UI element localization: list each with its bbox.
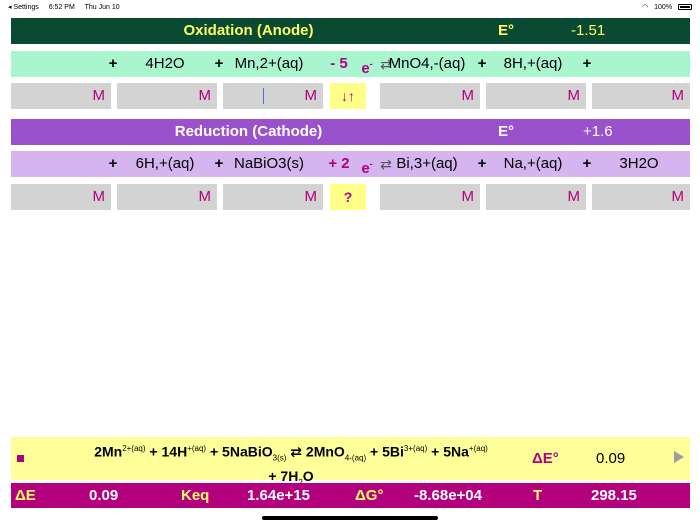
keq-label: Keq	[181, 487, 210, 504]
reduction-equation: + 6H,+(aq) + NaBiO3(s) + 2 e- ⇄ Bi,3+(aq…	[11, 151, 690, 177]
electron-symbol: e-	[361, 159, 373, 177]
thermodynamics-bar: ΔE 0.09 Keq 1.64e+15 ΔG° -8.68e+04 T 298…	[11, 483, 690, 508]
keq-value: 1.64e+15	[247, 487, 310, 504]
reduction-product-2[interactable]: Na,+(aq)	[503, 155, 563, 172]
temperature-value[interactable]: 298.15	[591, 487, 637, 504]
overall-reaction-line-2: + 7H2O	[268, 468, 314, 487]
overall-reaction-line-1: 2Mn2+(aq) + 14H+(aq) + 5NaBiO3(s) ⇄ 2MnO…	[94, 443, 488, 463]
reduction-product-3[interactable]: 3H2O	[619, 155, 659, 172]
reduction-concentration-input[interactable]: M	[223, 184, 323, 210]
swap-electrodes-button[interactable]: ↓↑	[330, 83, 366, 109]
delta-e-label: ΔE	[15, 487, 36, 504]
plus-sign: +	[582, 55, 592, 72]
delta-g-value: -8.68e+04	[414, 487, 482, 504]
reduction-product-1[interactable]: Bi,3+(aq)	[396, 155, 458, 172]
delta-g-label: ΔG°	[355, 487, 384, 504]
oxidation-concentration-row: M M M ↓↑ M M M	[11, 83, 690, 109]
status-bar: ◂ Settings 6:52 PM Thu Jun 10 ◠ 100%	[0, 0, 700, 14]
oxidation-concentration-input-active[interactable]: M	[223, 83, 323, 109]
oxidation-product-2[interactable]: 8H,+(aq)	[503, 55, 563, 72]
delta-e0-value: 0.09	[596, 450, 626, 467]
reduction-title: Reduction (Cathode)	[174, 123, 323, 140]
reduction-concentration-input[interactable]: M	[117, 184, 217, 210]
reduction-e-label: E°	[497, 123, 514, 140]
oxidation-header: Oxidation (Anode) E° -1.51	[11, 18, 690, 44]
oxidation-product-1[interactable]: MnO4,-(aq)	[388, 55, 466, 72]
oxidation-concentration-input[interactable]: M	[486, 83, 586, 109]
oxidation-concentration-input[interactable]: M	[380, 83, 480, 109]
play-icon[interactable]	[674, 451, 684, 463]
electron-symbol: e-	[361, 59, 373, 77]
oxidation-title: Oxidation (Anode)	[183, 22, 314, 39]
plus-sign: +	[582, 155, 592, 172]
equilibrium-arrow-icon: ⇄	[380, 156, 392, 172]
reduction-concentration-input[interactable]: M	[486, 184, 586, 210]
home-indicator[interactable]	[262, 516, 438, 520]
oxidation-reactant-1[interactable]: 4H2O	[145, 55, 185, 72]
reduction-e-value[interactable]: +1.6	[583, 123, 613, 140]
oxidation-e-value[interactable]: -1.51	[571, 22, 606, 39]
oxidation-reactant-2[interactable]: Mn,2+(aq)	[234, 55, 304, 72]
delta-e-value: 0.09	[89, 487, 119, 504]
reduction-concentration-row: M M M ? M M M	[11, 184, 690, 210]
oxidation-concentration-input[interactable]: M	[11, 83, 111, 109]
plus-sign: +	[108, 55, 118, 72]
plus-sign: +	[477, 155, 487, 172]
plus-sign: +	[214, 55, 224, 72]
overall-reaction: 2Mn2+(aq) + 14H+(aq) + 5NaBiO3(s) ⇄ 2MnO…	[51, 440, 531, 492]
reduction-reactant-1[interactable]: 6H,+(aq)	[135, 155, 195, 172]
battery-percent: 100%	[654, 4, 673, 11]
reduction-header: Reduction (Cathode) E° +1.6	[11, 119, 690, 145]
plus-sign: +	[477, 55, 487, 72]
delta-e0-label: ΔE°	[532, 450, 559, 467]
oxidation-e-label: E°	[497, 22, 514, 39]
reduction-reactant-2[interactable]: NaBiO3(s)	[233, 155, 304, 172]
temperature-label: T	[533, 487, 543, 504]
status-date: Thu Jun 10	[84, 4, 120, 11]
equilibrium-arrow-icon: ⇄	[380, 56, 392, 72]
wifi-icon: ◠	[642, 4, 649, 11]
oxidation-concentration-input[interactable]: M	[592, 83, 690, 109]
status-time: 6:52 PM	[48, 4, 75, 11]
plus-sign: +	[214, 155, 224, 172]
reduction-electron-coefficient[interactable]: + 2	[328, 155, 350, 172]
reduction-concentration-input[interactable]: M	[11, 184, 111, 210]
oxidation-electron-coefficient[interactable]: - 5	[330, 55, 348, 72]
battery-icon	[678, 4, 692, 10]
oxidation-equation: + 4H2O + Mn,2+(aq) - 5 e- ⇄ MnO4,-(aq) +…	[11, 51, 690, 77]
back-to-settings-link[interactable]: ◂ Settings	[8, 4, 39, 11]
plus-sign: +	[108, 155, 118, 172]
reduction-concentration-input[interactable]: M	[592, 184, 690, 210]
help-button[interactable]: ?	[330, 184, 366, 210]
reduction-concentration-input[interactable]: M	[380, 184, 480, 210]
overall-reaction-panel: 2Mn2+(aq) + 14H+(aq) + 5NaBiO3(s) ⇄ 2MnO…	[11, 437, 690, 487]
oxidation-concentration-input[interactable]: M	[117, 83, 217, 109]
stop-icon[interactable]	[17, 455, 24, 462]
